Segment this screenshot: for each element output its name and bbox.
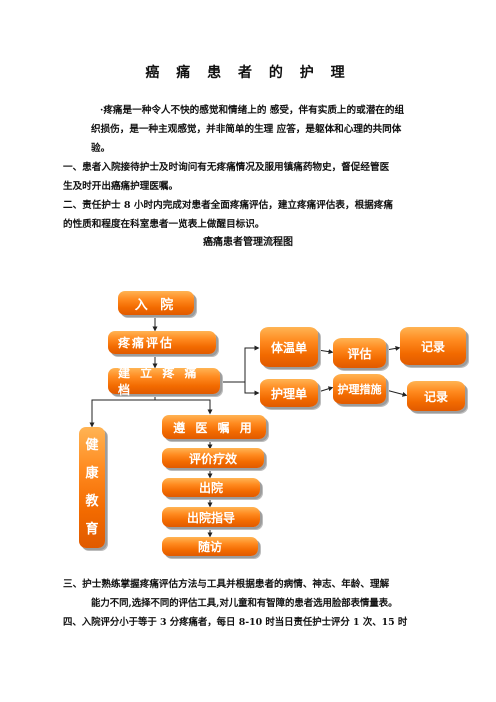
item-1-line-2: 生及时开出癌痛护理医嘱。 xyxy=(63,181,179,192)
arrow-assess-to-record xyxy=(385,345,401,351)
item-1-line-1: 一、患者入院接待护士及时询问有无疼痛情况及服用镇痛药物史，督促经管医 xyxy=(63,162,390,173)
pain-assessment-box: 疼痛评估 xyxy=(108,331,216,354)
item-3-line-2: 能力不同,选择不同的评估工具,对儿童和有智障的患者选用脸部表情量表。 xyxy=(91,598,398,609)
build-pain-file-box: 建 立 疼 痛 档 xyxy=(108,366,220,397)
arrow-measures-to-record xyxy=(385,389,408,397)
arrow-temp-to-assess xyxy=(317,349,334,355)
item-4-line-1: 四、入院评分小于等于 3 分疼痛者，每日 8-10 时当日责任护士评分 1 次、… xyxy=(63,617,408,628)
item-2-line-1: 二、责任护士 8 小时内完成对患者全面疼痛评估，建立疼痛评估表，根据疼痛 xyxy=(63,200,393,211)
item-3-line-1: 三、护士熟练掌握疼痛评估方法与工具并根据患者的病情、神志、年龄、理解 xyxy=(63,579,390,590)
connector-file-to-nursing-sheet xyxy=(220,381,260,396)
connector-file-to-education xyxy=(89,395,156,428)
evaluate-efficacy-box: 评价疗效 xyxy=(162,448,264,468)
flowchart-title: 癌痛患者管理流程图 xyxy=(203,237,293,248)
intro-line-3: 验。 xyxy=(91,143,111,154)
discharge-guidance-box: 出院指导 xyxy=(162,507,260,527)
nursing-measures-box: 护理措施 xyxy=(333,374,386,404)
intro-line-1: ·疼痛是一种令人不快的感觉和情绪上的 感受，伴有实质上的或潜在的组 xyxy=(100,105,405,116)
connector-file-to-orders xyxy=(155,399,213,415)
item-2-line-2: 的性质和程度在科室患者一览表上做醒目标识。 xyxy=(63,219,265,230)
arrow-nursing-to-measures xyxy=(317,386,334,393)
connector-file-to-temp-sheet xyxy=(220,345,260,383)
health-education-char-3: 教 xyxy=(85,493,99,509)
health-education-char-2: 康 xyxy=(85,465,99,481)
page-title: 癌 痛 患 者 的 护 理 xyxy=(145,65,351,81)
follow-up-box: 随访 xyxy=(162,537,258,556)
health-education-box: 健 康 教 育 xyxy=(79,427,105,548)
assess-box: 评估 xyxy=(333,338,386,368)
health-education-char-1: 健 xyxy=(85,437,99,453)
record-box-1: 记录 xyxy=(400,327,466,365)
discharge-box: 出院 xyxy=(162,478,260,497)
health-education-char-4: 育 xyxy=(85,521,99,537)
intro-line-2: 织损伤，是一种主观感觉，并非简单的生理 应答，是躯体和心理的共同体 xyxy=(91,124,402,135)
record-box-2: 记录 xyxy=(407,381,465,411)
temperature-sheet-box: 体温单 xyxy=(260,327,318,367)
nursing-sheet-box: 护理单 xyxy=(260,379,318,407)
follow-orders-box: 遵 医 嘱 用 xyxy=(162,415,266,439)
admission-box: 入 院 xyxy=(118,291,194,315)
